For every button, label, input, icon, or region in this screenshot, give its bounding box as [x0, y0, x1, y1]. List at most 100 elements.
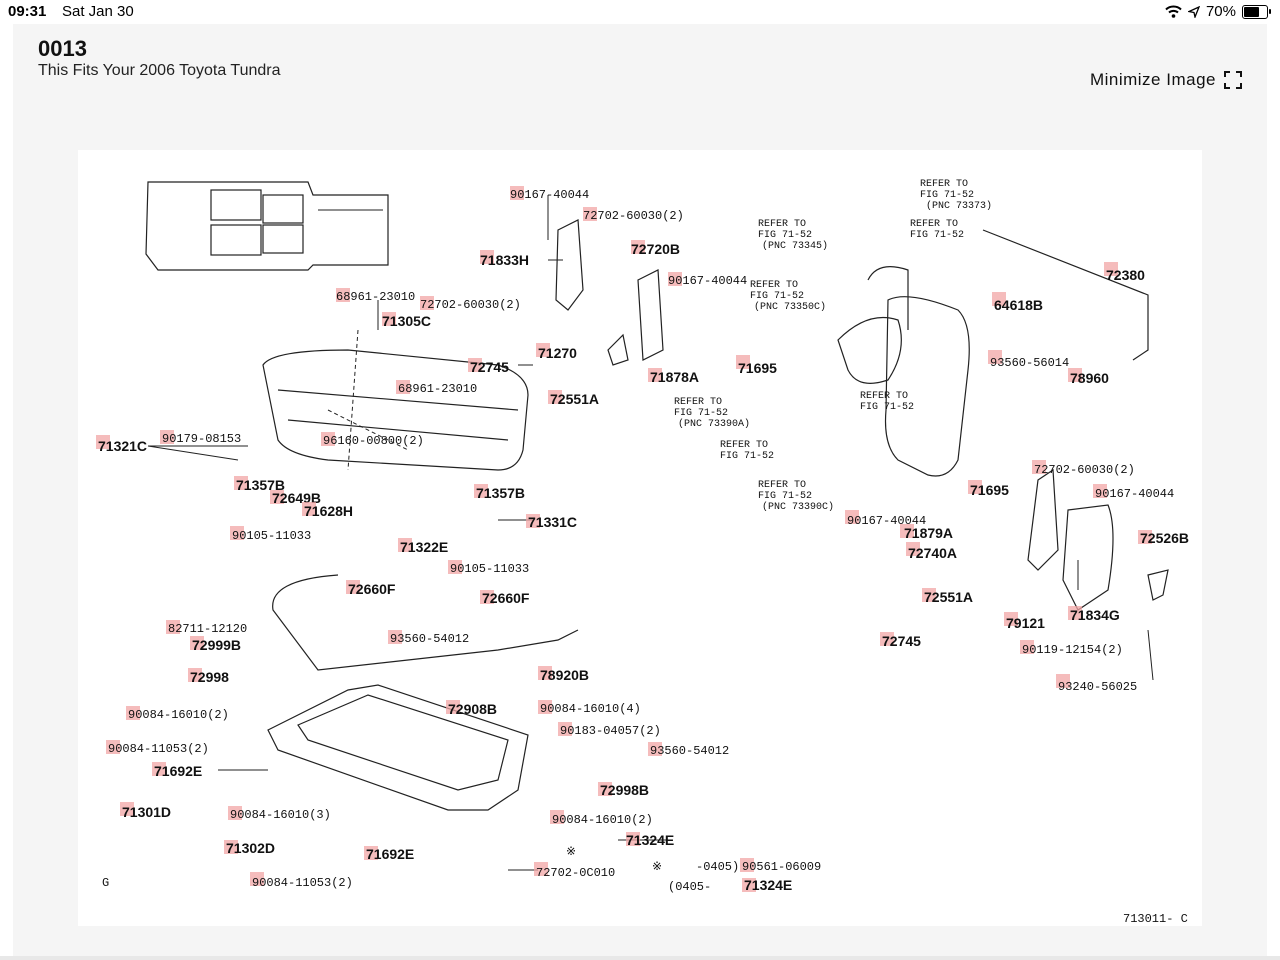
status-time: 09:31 — [8, 3, 47, 20]
part-label[interactable]: 71357B — [236, 477, 285, 493]
part-label[interactable]: 71331C — [528, 514, 577, 530]
refer-note: REFER TO — [674, 397, 722, 408]
part-label[interactable]: 90119-12154(2) — [1022, 643, 1123, 657]
part-label[interactable]: 72745 — [470, 359, 509, 375]
part-label[interactable]: 72745 — [882, 633, 921, 649]
part-label[interactable]: 71628H — [304, 503, 353, 519]
part-label[interactable]: 90084-16010(4) — [540, 702, 641, 716]
part-label[interactable]: 90105-11033 — [450, 562, 529, 576]
part-label[interactable]: 68961-23010 — [336, 290, 415, 304]
refer-note: (PNC 73390A) — [678, 418, 750, 430]
part-label[interactable]: 71301D — [122, 804, 171, 820]
part-label[interactable]: 71692E — [154, 763, 202, 779]
refer-note: FIG 71-52 — [910, 230, 964, 241]
part-label[interactable]: 72702-60030(2) — [420, 298, 521, 312]
seat-rod — [982, 229, 1149, 361]
refer-note: REFER TO — [758, 480, 806, 491]
part-labels: 90167-40044 72702-60030(2) 72720B 71833H… — [96, 186, 1189, 893]
parts-diagram-svg: 90167-40044 72702-60030(2) 72720B 71833H… — [96, 179, 1189, 926]
part-label[interactable]: 72702-60030(2) — [1034, 463, 1135, 477]
refer-note: (PNC 73390C) — [762, 501, 834, 513]
part-label[interactable]: 71878A — [650, 369, 699, 385]
part-label[interactable]: 71833H — [480, 252, 529, 268]
part-label[interactable]: 71322E — [400, 539, 448, 555]
part-label[interactable]: 90084-11053(2) — [108, 742, 209, 756]
part-label[interactable]: 90105-11033 — [232, 529, 311, 543]
corner-label-left: G — [102, 876, 109, 890]
part-label[interactable]: 71879A — [904, 525, 953, 541]
part-label[interactable]: 72526B — [1140, 530, 1189, 546]
part-label[interactable]: 90084-16010(3) — [230, 808, 331, 822]
part-label[interactable]: 90167-40044 — [668, 274, 747, 288]
part-label[interactable]: 78960 — [1070, 370, 1109, 386]
part-label[interactable]: 90167-40044 — [1095, 487, 1174, 501]
part-label[interactable]: 93560-54012 — [390, 632, 469, 646]
part-label[interactable]: 79121 — [1006, 615, 1045, 631]
bottom-divider — [0, 956, 1280, 960]
part-label[interactable]: 71324E — [626, 832, 674, 848]
part-label[interactable]: 72998 — [190, 669, 229, 685]
truck-silhouette — [145, 181, 389, 271]
part-label[interactable]: 93560-54012 — [650, 744, 729, 758]
note-range: (0405- — [668, 880, 711, 894]
part-label[interactable]: 90561-06009 — [742, 860, 821, 874]
variant-note: ※ ※ -0405) (0405- — [566, 845, 739, 894]
part-label[interactable]: 90179-08153 — [162, 432, 241, 446]
part-label[interactable]: 72380 — [1106, 267, 1145, 283]
refer-note: REFER TO — [720, 440, 768, 451]
parts-diagram: 90167-40044 72702-60030(2) 72720B 71833H… — [78, 150, 1202, 926]
refer-note: FIG 71-52 — [758, 230, 812, 241]
seat-back-drawing — [837, 266, 970, 477]
part-label[interactable]: 90183-04057(2) — [560, 724, 661, 738]
seat-bottom-tray — [267, 684, 529, 811]
part-label[interactable]: 72702-0C010 — [536, 866, 615, 880]
release-cable — [272, 574, 579, 671]
part-label[interactable]: 71270 — [538, 345, 577, 361]
part-label[interactable]: 96160-00800(2) — [323, 434, 424, 448]
part-label[interactable]: 72660F — [482, 590, 530, 606]
collapse-icon — [1224, 71, 1242, 89]
part-label[interactable]: 72702-60030(2) — [583, 209, 684, 223]
refer-note: (PNC 73345) — [762, 240, 828, 252]
part-label[interactable]: 72998B — [600, 782, 649, 798]
part-label[interactable]: 71834G — [1070, 607, 1120, 623]
location-icon — [1187, 5, 1200, 18]
part-label[interactable]: 72999B — [192, 637, 241, 653]
refer-note: (PNC 73373) — [926, 200, 992, 212]
part-label[interactable]: 71302D — [226, 840, 275, 856]
part-label[interactable]: 90167-40044 — [510, 188, 589, 202]
hinge-bracket-right — [1027, 468, 1169, 611]
battery-icon — [1242, 4, 1271, 19]
part-label[interactable]: 78920B — [540, 667, 589, 683]
minimize-image-button[interactable]: Minimize Image — [1090, 70, 1242, 90]
refer-note: REFER TO — [758, 219, 806, 230]
refer-note: REFER TO — [920, 179, 968, 190]
part-label[interactable]: 64618B — [994, 297, 1043, 313]
part-label[interactable]: 90084-16010(2) — [552, 813, 653, 827]
part-label[interactable]: 93560-56014 — [990, 356, 1069, 370]
part-label[interactable]: 71321C — [98, 438, 147, 454]
part-label[interactable]: 72551A — [550, 391, 599, 407]
refer-notes: REFER TO FIG 71-52 (PNC 73373) REFER TO … — [674, 179, 992, 513]
battery-percent: 70% — [1205, 3, 1236, 20]
part-label[interactable]: 68961-23010 — [398, 382, 477, 396]
part-label[interactable]: 72660F — [348, 581, 396, 597]
part-label[interactable]: 72720B — [631, 241, 680, 257]
refer-note: REFER TO — [750, 280, 798, 291]
part-label[interactable]: 71357B — [476, 485, 525, 501]
part-label[interactable]: 71305C — [382, 313, 431, 329]
part-label[interactable]: 71695 — [738, 360, 777, 376]
part-label[interactable]: 90084-11053(2) — [252, 876, 353, 890]
part-label[interactable]: 72908B — [448, 701, 497, 717]
part-label[interactable]: 72740A — [908, 545, 957, 561]
part-label[interactable]: 72551A — [924, 589, 973, 605]
part-label[interactable]: 71324E — [744, 877, 792, 893]
part-label[interactable]: 82711-12120 — [168, 622, 247, 636]
part-label[interactable]: 93240-56025 — [1058, 680, 1137, 694]
part-label[interactable]: 90084-16010(2) — [128, 708, 229, 722]
refer-note: (PNC 73350C) — [754, 301, 826, 313]
part-label[interactable]: 71692E — [366, 846, 414, 862]
hinge-bracket-left — [555, 219, 664, 366]
figure-code: 713011- C — [1123, 912, 1188, 926]
part-label[interactable]: 71695 — [970, 482, 1009, 498]
